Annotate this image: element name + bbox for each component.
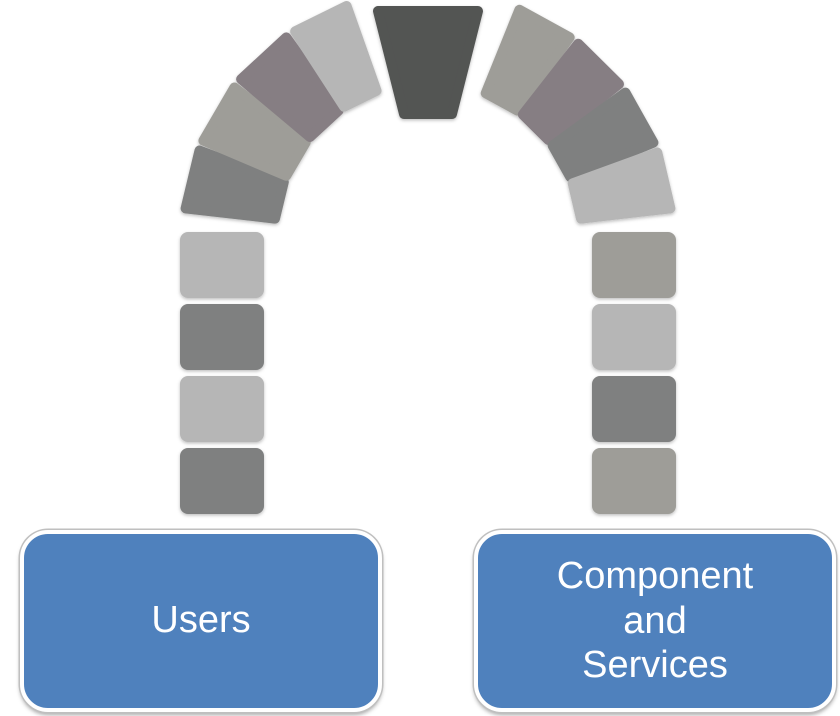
services-label-line-2: and <box>623 599 687 642</box>
arch-stone-5 <box>480 4 575 116</box>
arch-stone-2 <box>198 82 311 181</box>
left-pillar-stone-3 <box>180 376 264 442</box>
right-pillar-stone-1 <box>592 232 676 298</box>
arch-stone-6 <box>517 38 624 146</box>
right-pillar-stone-4 <box>592 448 676 514</box>
services-label-line-1: Component <box>556 554 754 597</box>
right-pillar-stone-3 <box>592 376 676 442</box>
arch-stone-4 <box>290 1 382 112</box>
arch-stone-8 <box>567 147 676 224</box>
component-and-services-block: Component and Services <box>474 530 836 712</box>
services-label-line-3: Services <box>582 644 728 687</box>
left-pillar-stone-2 <box>180 304 264 370</box>
keystone <box>373 6 483 119</box>
left-pillar-stone-4 <box>180 448 264 514</box>
arch-stone-1 <box>180 145 289 224</box>
users-label: Users <box>151 599 251 642</box>
component-and-services-label: Component and Services <box>557 554 753 688</box>
users-block: Users <box>20 530 382 712</box>
arch-stone-7 <box>547 87 659 183</box>
arch-stone-3 <box>236 32 344 142</box>
left-pillar-stone-1 <box>180 232 264 298</box>
right-pillar-stone-2 <box>592 304 676 370</box>
